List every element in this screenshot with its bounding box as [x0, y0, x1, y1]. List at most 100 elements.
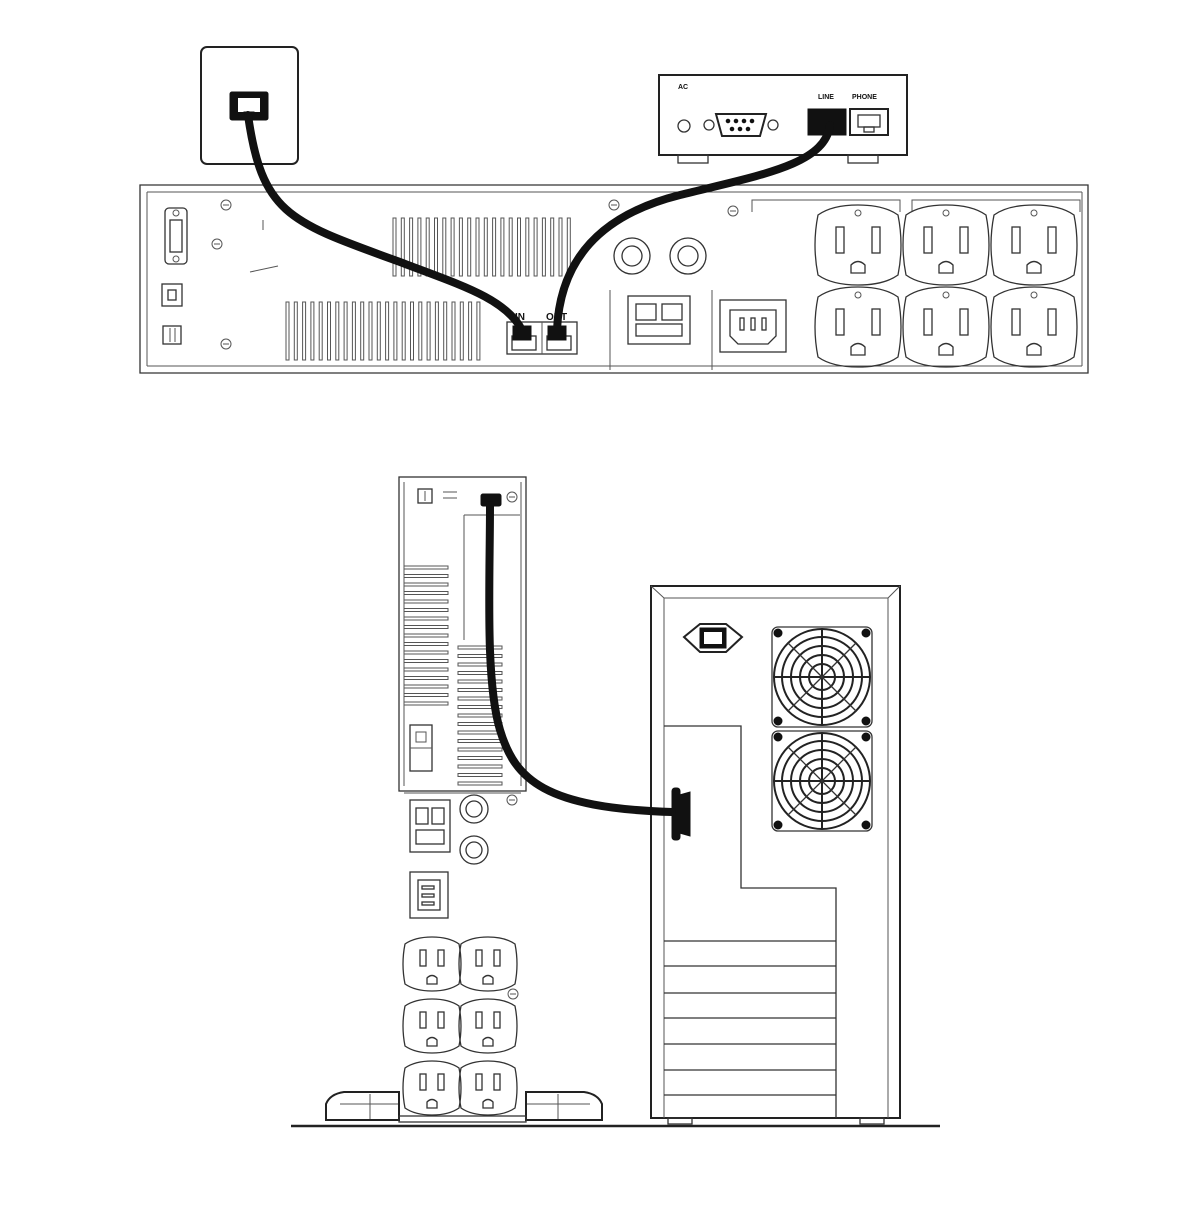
vent-slot	[335, 301, 340, 361]
vent-slot	[327, 301, 331, 361]
vent-slot	[403, 616, 449, 621]
vent-slot	[343, 301, 348, 361]
vent-slot	[403, 693, 449, 697]
vent-slot	[525, 217, 530, 277]
phone-port-icon	[849, 108, 889, 136]
vent-slot	[457, 654, 503, 658]
vent-slot	[318, 301, 323, 361]
dip-switch-icon	[409, 724, 433, 772]
vent-slot	[541, 217, 546, 277]
circuit-breaker-icon	[459, 794, 489, 865]
vent-slot	[403, 676, 449, 680]
wall-phone-jack	[200, 46, 299, 165]
vent-slot	[293, 301, 298, 361]
switch-block-icon	[627, 295, 691, 345]
vent-slot	[403, 684, 449, 689]
vent-slot	[550, 217, 555, 277]
vent-slot	[457, 773, 503, 777]
vent-slot	[533, 217, 538, 277]
vent-slot	[457, 705, 503, 709]
vent-slot	[302, 301, 307, 361]
ac-outlets-bottom-row	[814, 286, 1078, 368]
vent-slot	[403, 574, 449, 578]
vent-slot	[443, 301, 448, 361]
vent-slot	[385, 301, 390, 361]
vent-slot	[403, 659, 449, 663]
db9-port-icon	[164, 207, 188, 265]
vent-slot	[392, 217, 397, 277]
vent-slot	[360, 301, 365, 361]
dip-switch-icon	[162, 325, 182, 345]
vent-slot	[457, 696, 503, 701]
ac-outlets-top-row	[814, 204, 1078, 286]
jack-in-label: IN	[515, 312, 525, 323]
vent-slot	[351, 301, 356, 361]
vent-slot	[393, 301, 398, 361]
vent-slots-upper	[392, 217, 571, 277]
tower-ups-rear-panel	[325, 476, 603, 1123]
vent-slot	[475, 217, 480, 277]
ac-inlet-icon	[409, 871, 449, 919]
vent-slot	[468, 301, 473, 361]
phone-cable-wall-to-ups-in	[244, 111, 532, 341]
tower-vent-slots-left	[403, 565, 449, 706]
vent-slot	[403, 608, 449, 612]
vent-slot	[376, 301, 381, 361]
serial-cable-ups-to-computer	[480, 493, 676, 816]
vent-slot	[401, 301, 406, 361]
vent-slot	[403, 625, 449, 629]
vent-slot	[457, 781, 503, 786]
vent-slot	[403, 667, 449, 672]
motherboard-io-area	[664, 725, 837, 1118]
vent-slot	[459, 301, 464, 361]
vent-slot	[403, 582, 449, 587]
switch-block-icon	[409, 799, 451, 853]
port-icon	[417, 488, 433, 504]
vent-slot	[410, 301, 414, 361]
vent-slot	[517, 217, 521, 277]
vent-slot	[458, 217, 463, 277]
rack-ups-rear-panel: IN OUT	[139, 184, 1089, 374]
vent-slot	[457, 679, 503, 684]
computer-serial-port-icon	[671, 787, 691, 841]
vent-slot	[442, 217, 447, 277]
modem-device: AC LINE PHONE	[658, 74, 908, 164]
vent-slots-lower	[285, 301, 481, 361]
tower-ac-outlets	[402, 936, 518, 1116]
vent-slot	[451, 301, 456, 361]
vent-slot	[285, 301, 290, 361]
vent-slot	[450, 217, 455, 277]
vent-slot	[457, 645, 503, 650]
vent-slot	[434, 301, 439, 361]
vent-slot	[457, 688, 503, 692]
vent-slot	[368, 301, 373, 361]
vent-slot	[417, 217, 422, 277]
modem-line-label: LINE	[818, 94, 834, 101]
vent-slot	[508, 217, 513, 277]
vent-slot	[310, 301, 315, 361]
vent-slot	[403, 599, 449, 604]
vent-slot	[476, 301, 481, 361]
vent-slot	[492, 217, 497, 277]
vent-slot	[457, 671, 503, 675]
vent-slot	[434, 217, 438, 277]
vent-slot	[457, 739, 503, 743]
vent-slot	[403, 633, 449, 638]
vent-slot	[500, 217, 505, 277]
vent-slot	[558, 217, 563, 277]
modem-phone-label: PHONE	[852, 94, 877, 101]
vent-slot	[403, 701, 449, 706]
vent-slot	[457, 747, 503, 752]
vent-slot	[403, 591, 449, 595]
vent-slot	[426, 301, 431, 361]
cooling-fan-bottom-icon	[771, 730, 873, 832]
tower-stand-feet	[325, 1091, 603, 1123]
power-inlet-icon	[682, 623, 744, 653]
vent-slot	[457, 756, 503, 760]
vent-slot	[400, 217, 405, 277]
vent-slot	[403, 650, 449, 655]
circuit-breaker-icon	[613, 237, 707, 275]
vent-slot	[403, 642, 449, 646]
